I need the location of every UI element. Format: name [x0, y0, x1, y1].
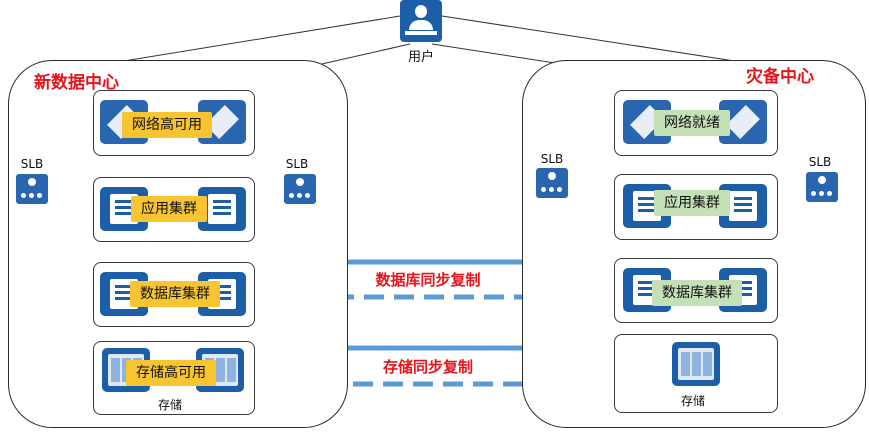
user-label: 用户: [407, 50, 435, 65]
right-storage-caption: 存储: [680, 394, 706, 408]
left-data-center-title: 新数据中心: [34, 73, 119, 93]
right-data-center-title: 灾备中心: [746, 67, 814, 87]
right-slb-right-label: SLB: [808, 155, 832, 169]
left-app-tier-label: 应用集群: [131, 196, 207, 222]
load-balancer-icon: [536, 168, 568, 198]
right-db-tier-label: 数据库集群: [652, 280, 742, 306]
storage-replication-label: 存储同步复制: [382, 358, 474, 376]
right-app-tier-label: 应用集群: [654, 190, 730, 216]
load-balancer-icon: [284, 174, 316, 204]
app-server-icon: [719, 184, 767, 228]
right-network-tier-label: 网络就绪: [654, 110, 730, 136]
left-slb-right-label: SLB: [285, 157, 309, 171]
app-server-icon: [100, 187, 148, 231]
left-db-tier-label: 数据库集群: [130, 281, 220, 307]
right-storage-tier: [614, 334, 778, 413]
user-laptop-icon: [400, 0, 442, 42]
left-storage-tier-label: 存储高可用: [126, 360, 216, 386]
right-app-tier: [614, 174, 778, 240]
load-balancer-icon: [806, 172, 838, 202]
db-replication-label: 数据库同步复制: [375, 271, 481, 289]
left-storage-caption: 存储: [157, 398, 183, 412]
left-network-tier-label: 网络高可用: [122, 112, 212, 138]
load-balancer-icon: [16, 174, 48, 204]
storage-array-icon: [672, 342, 720, 386]
left-slb-left-label: SLB: [20, 157, 44, 171]
right-slb-left-label: SLB: [540, 152, 564, 166]
